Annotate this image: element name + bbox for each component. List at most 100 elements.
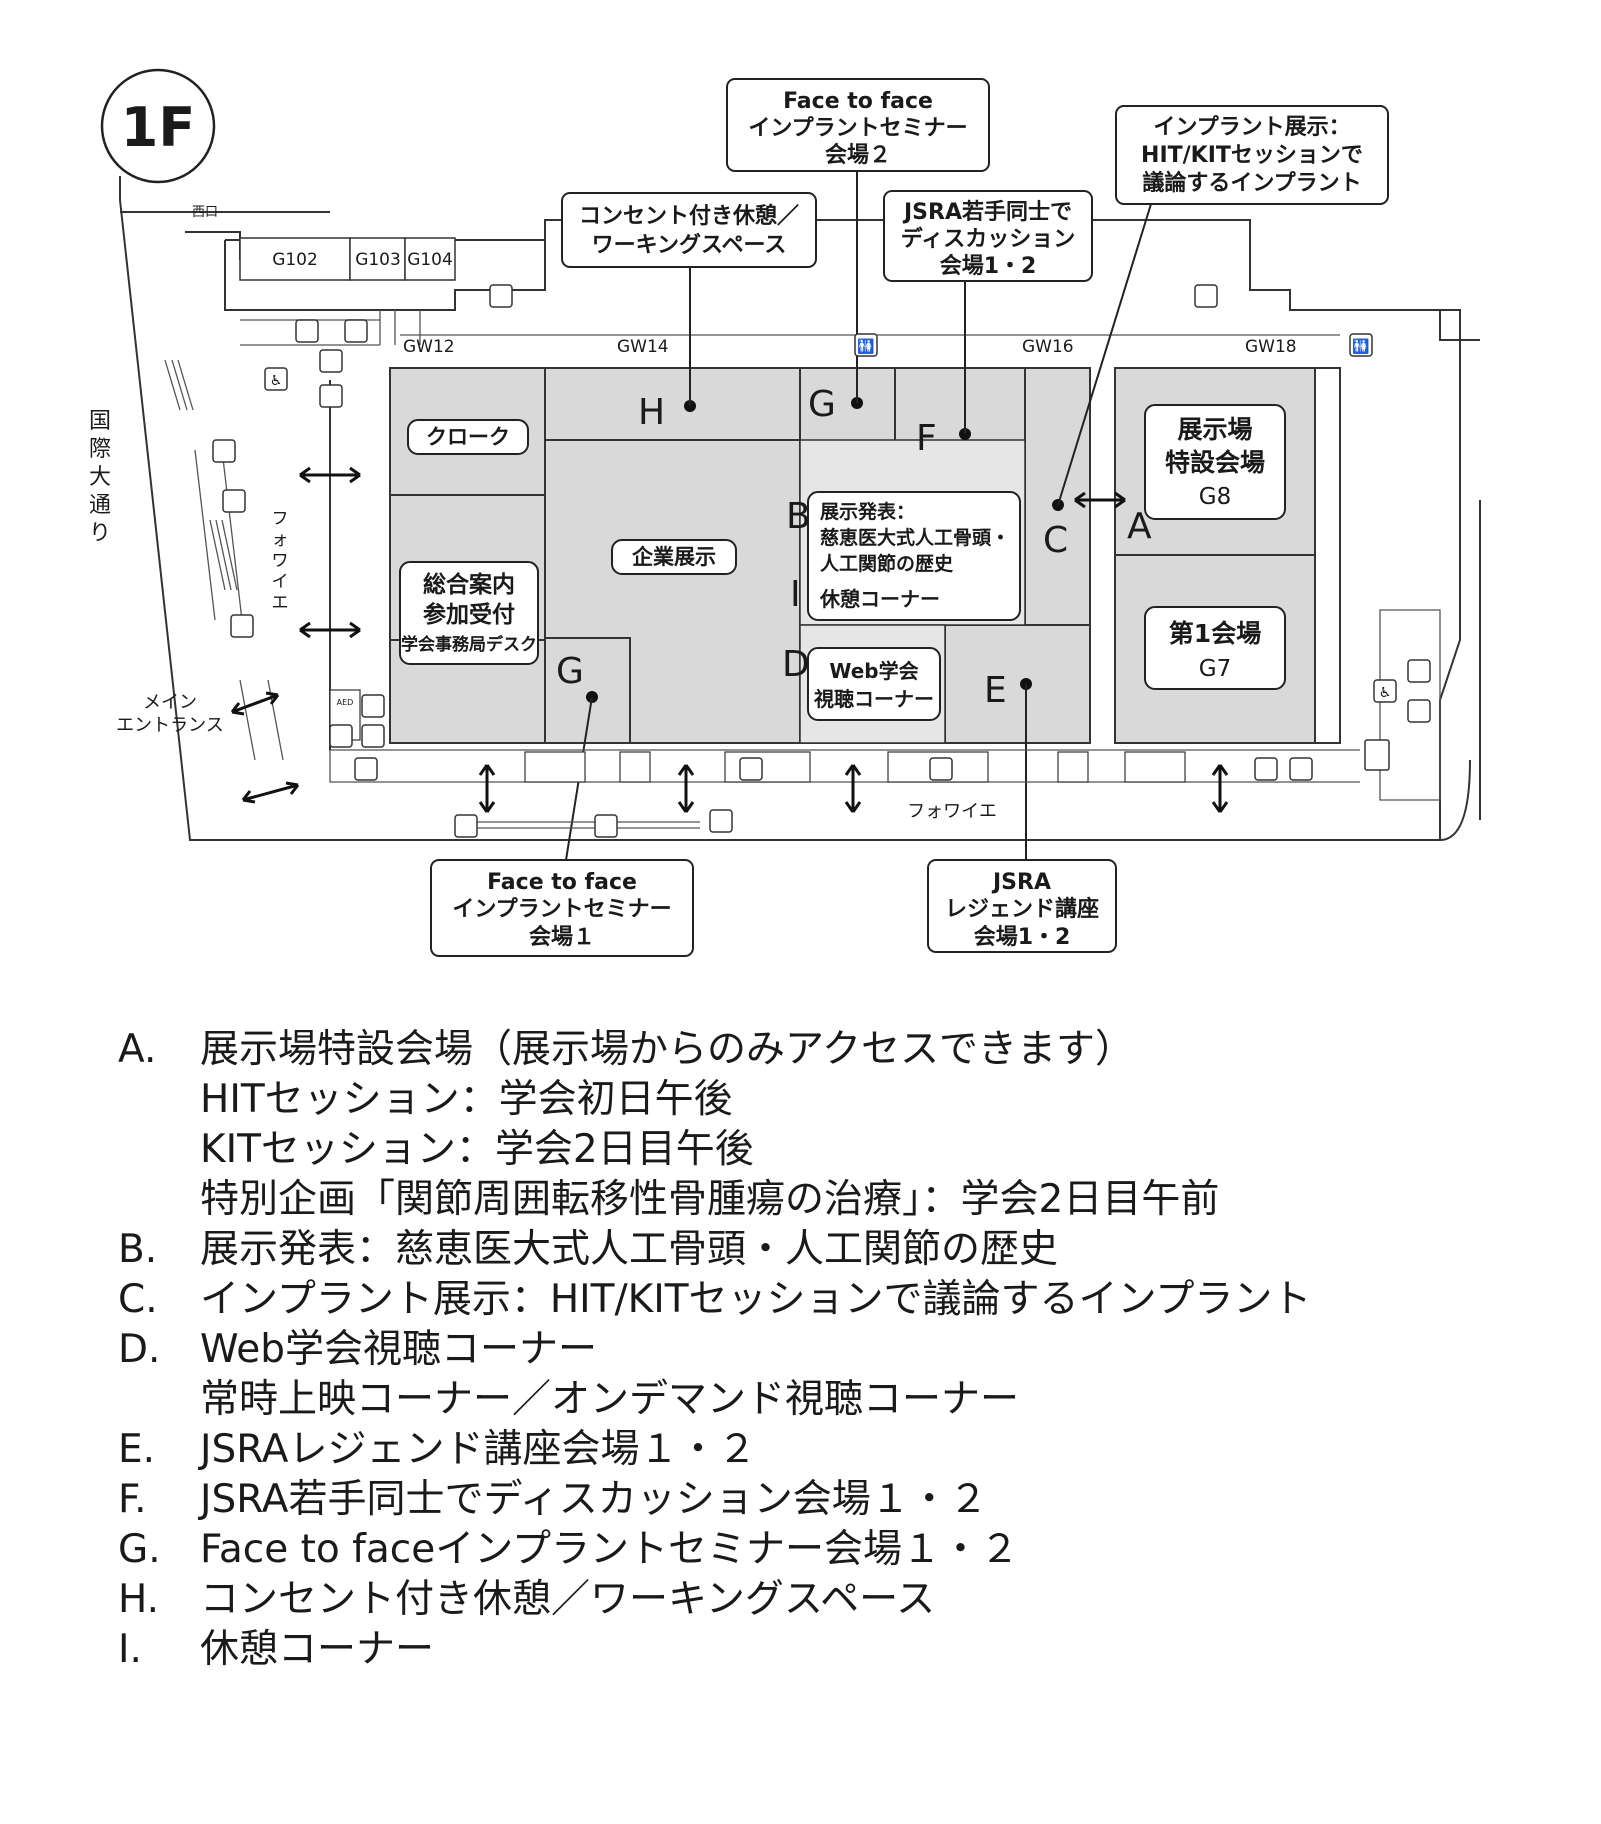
svg-text:ワ: ワ	[272, 551, 289, 571]
legend-text: JSRAレジェンド講座会場１・２	[200, 1427, 757, 1472]
foyer-horizontal-label: フォワイエ	[907, 801, 997, 822]
special-hall-title-2: 特設会場	[1165, 448, 1265, 477]
floor-label: 1F	[121, 96, 195, 159]
callout-f: JSRA若手同士で ディスカッション 会場1・2	[883, 190, 1093, 282]
svg-text:🚻: 🚻	[857, 338, 874, 355]
special-hall-title-1: 展示場	[1177, 415, 1252, 444]
restroom-icon: 🚻	[1349, 333, 1373, 357]
legend-text: Web学会視聴コーナー	[200, 1327, 598, 1372]
callout-h-line-1: コンセント付き休憩／	[579, 203, 799, 229]
info-desk-box	[399, 561, 539, 665]
legend-text: コンセント付き休憩／ワーキングスペース	[200, 1577, 936, 1622]
svg-text:ォ: ォ	[272, 530, 289, 550]
svg-text:イ: イ	[272, 572, 289, 592]
callout-g1-line-2: インプラントセミナー	[452, 897, 671, 922]
callout-f-line-2: ディスカッション	[901, 226, 1075, 252]
legend-letter: E.	[118, 1427, 156, 1472]
callout-f-line-3: 会場1・2	[940, 253, 1037, 279]
marker-g-bottom: G	[556, 651, 584, 692]
legend-text: 展示場特設会場（展示場からのみアクセスできます）	[200, 1027, 1135, 1072]
room-g102: G102	[272, 250, 318, 270]
info-icon	[230, 614, 385, 748]
callout-c: インプラント展示： HIT/KITセッションで 議論するインプラント	[1115, 105, 1389, 205]
legend-letter: I.	[118, 1627, 142, 1672]
callout-e-line-2: レジェンド講座	[945, 896, 1099, 922]
legend-text: Face to faceインプラントセミナー会場１・２	[200, 1527, 1020, 1572]
exhibit-b-line-3: 人工関節の歴史	[820, 552, 954, 575]
escalator-icon	[454, 284, 1218, 838]
marker-c: C	[1043, 520, 1068, 561]
legend-item: H.コンセント付き休憩／ワーキングスペース	[118, 1575, 1558, 1625]
callout-h-line-2: ワーキングスペース	[592, 232, 787, 258]
legend-item: E. JSRAレジェンド講座会場１・２	[118, 1425, 1558, 1475]
gate-gw12: GW12	[403, 337, 455, 357]
marker-h: H	[638, 392, 665, 433]
callout-g2-line-2: インプラントセミナー	[748, 116, 967, 141]
callout-g1-line-1: Face to face	[487, 870, 637, 895]
legend-item: C.インプラント展示：HIT/KITセッションで議論するインプラント	[118, 1275, 1558, 1325]
street-char-3: 大	[89, 465, 111, 490]
svg-text:♿: ♿	[270, 373, 283, 389]
foyer-vertical-label: フ ォ ワ イ エ	[272, 509, 289, 613]
info-desk-label-1: 総合案内	[423, 571, 515, 598]
cloak-box	[407, 419, 529, 455]
legend-letter: B.	[118, 1227, 158, 1272]
legend-item: F. JSRA若手同士でディスカッション会場１・２	[118, 1475, 1558, 1525]
exhibit-b-line-1: 展示発表：	[820, 500, 915, 523]
legend: A. 展示場特設会場（展示場からのみアクセスできます） HITセッション：学会初日午…	[118, 1025, 1558, 1675]
wheelchair-icon: ♿	[1373, 679, 1397, 703]
info-desk-label-2: 参加受付	[423, 601, 515, 628]
legend-item: I. 休憩コーナー	[118, 1625, 1558, 1675]
legend-text: HITセッション：学会初日午後	[200, 1077, 733, 1122]
marker-f: F	[916, 418, 937, 459]
legend-text: 休憩コーナー	[200, 1627, 435, 1672]
svg-text:♿: ♿	[1379, 685, 1392, 701]
legend-item: D.Web学会視聴コーナー常時上映コーナー／オンデマンド視聴コーナー	[118, 1325, 1558, 1425]
exhibit-b-line-4: 休憩コーナー	[819, 587, 940, 611]
corporate-label: 企業展示	[631, 545, 716, 569]
marker-g-top: G	[808, 384, 836, 425]
callout-h: コンセント付き休憩／ ワーキングスペース	[561, 192, 817, 268]
legend-text: JSRA若手同士でディスカッション会場１・２	[200, 1477, 988, 1522]
svg-text:エ: エ	[272, 593, 289, 613]
entrance-arrows	[230, 466, 1229, 813]
gate-gw14: GW14	[617, 337, 669, 357]
legend-item: A. 展示場特設会場（展示場からのみアクセスできます） HITセッション：学会初日午…	[118, 1025, 1558, 1225]
hall1-code: G7	[1199, 656, 1231, 682]
street-char-2: 際	[89, 437, 111, 462]
callout-g1-line-3: 会場１	[529, 924, 595, 950]
exhibit-b-box	[807, 491, 1021, 621]
special-hall-code: G8	[1199, 484, 1231, 510]
legend-letter: A.	[118, 1027, 157, 1072]
marker-a: A	[1127, 506, 1152, 547]
callout-g1: Face to face インプラントセミナー 会場１	[430, 859, 694, 957]
stairs-icon	[222, 489, 1390, 833]
callout-g2-line-1: Face to face	[783, 89, 933, 114]
hall-area-labels: クローク 総合案内 参加受付 学会事務局デスク 企業展示 展示発表： 慈恵医大式…	[399, 419, 1021, 721]
restroom-icon: 🚻	[854, 333, 878, 357]
street-char-5: り	[89, 521, 111, 546]
floor-badge: 1F	[100, 68, 216, 184]
exhibit-b-line-2: 慈恵医大式人工骨頭・	[820, 526, 1010, 549]
room-g103: G103	[355, 250, 401, 270]
hall1-title: 第1会場	[1169, 619, 1261, 648]
right-halls: 展示場 特設会場 G8 第1会場 G7	[1114, 367, 1341, 744]
left-corridor: AED	[164, 359, 361, 761]
floor-map: 1F G102 G103 G104 西口 GW12 GW14 GW16 GW18	[89, 68, 1481, 957]
west-exit-label: 西口	[192, 205, 218, 220]
callout-c-line-2: HIT/KITセッションで	[1141, 143, 1363, 168]
hall1-box	[1144, 606, 1286, 690]
svg-text:フ: フ	[272, 509, 289, 529]
marker-i: I	[790, 574, 801, 615]
marker-d: D	[782, 644, 810, 685]
svg-text:🚻: 🚻	[1352, 338, 1369, 355]
legend-letter: F.	[118, 1477, 147, 1522]
street-char-1: 国	[89, 409, 111, 434]
legend-text: KITセッション：学会2日目午後	[200, 1127, 754, 1172]
web-corner-line-1: Web学会	[829, 659, 918, 683]
legend-text: インプラント展示：HIT/KITセッションで議論するインプラント	[200, 1277, 1312, 1322]
special-hall-box	[1144, 404, 1286, 520]
callout-f-line-1: JSRA若手同士で	[902, 199, 1072, 225]
callout-g2: Face to face インプラントセミナー 会場２	[726, 78, 990, 172]
legend-text: 常時上映コーナー／オンデマンド視聴コーナー	[200, 1377, 1020, 1422]
